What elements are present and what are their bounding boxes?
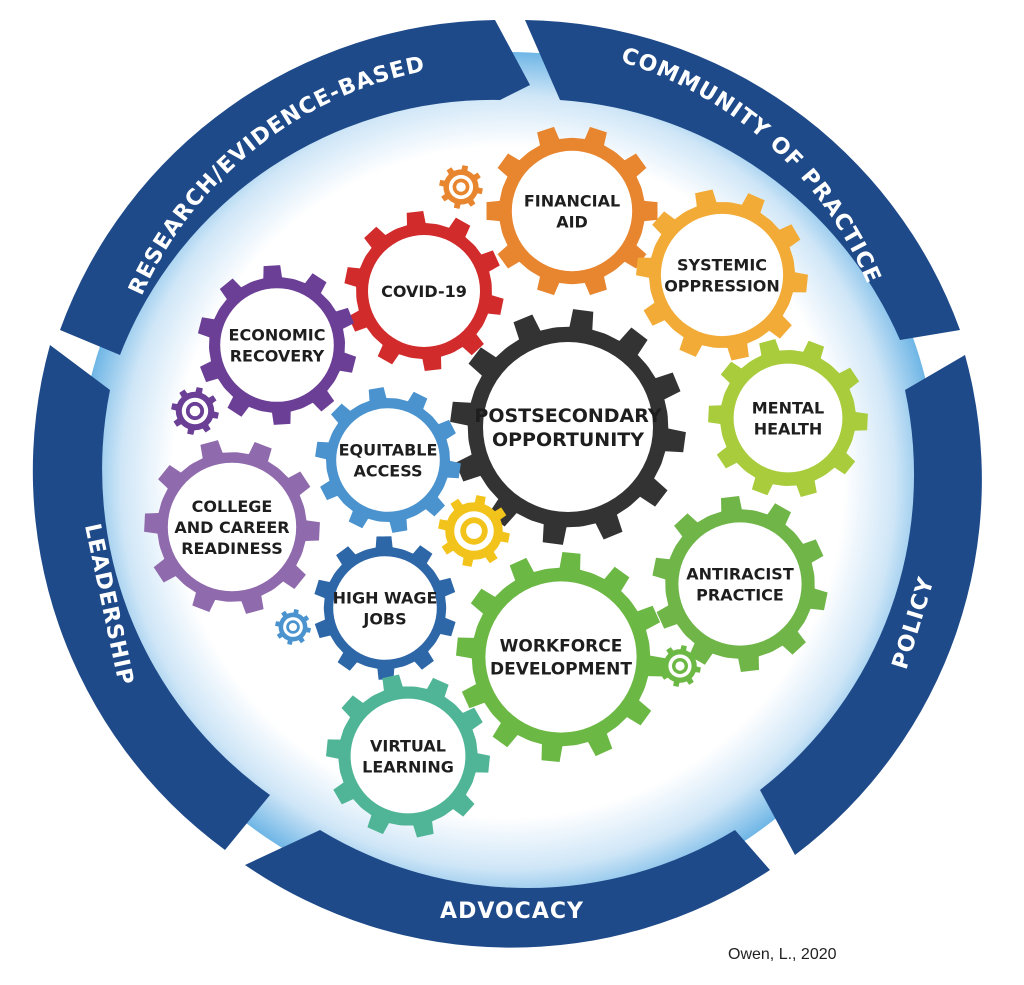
gear-label: FINANCIAL <box>524 191 620 210</box>
gear-label: WORKFORCE <box>500 637 623 657</box>
gear-covid-19: COVID-19 <box>344 211 504 371</box>
gear-label: LEARNING <box>362 757 454 776</box>
gear-college-and-career-readiness: COLLEGE AND CAREER READINESS <box>144 440 320 614</box>
small-gear-yellow <box>438 495 510 567</box>
gear-center <box>485 581 637 733</box>
gear-label: POSTSECONDARY <box>474 405 661 427</box>
gear-center <box>350 698 466 814</box>
gear-center <box>511 150 633 272</box>
gear-systemic-oppression: SYSTEMIC OPPRESSION <box>636 189 808 361</box>
gear-center <box>368 235 480 347</box>
gear-label: ACCESS <box>353 461 422 480</box>
gear-center <box>678 522 802 646</box>
ring-segment-advocacy <box>245 830 770 948</box>
gear-label: ECONOMIC <box>229 325 326 344</box>
ring-segment-community <box>525 20 960 340</box>
gear-center <box>220 288 334 402</box>
gear-label: DEVELOPMENT <box>490 660 632 680</box>
small-gear-blue <box>275 609 311 645</box>
small-gear-green <box>659 645 701 687</box>
small-gear-purple <box>171 387 219 435</box>
gear-label: OPPORTUNITY <box>492 429 644 451</box>
ring-segment-research <box>60 20 530 355</box>
gear-high-wage-jobs: HIGH WAGE JOBS <box>314 536 456 680</box>
gear-center <box>336 408 440 512</box>
gear-label: COVID-19 <box>381 282 467 301</box>
gear-label: AID <box>556 212 588 231</box>
ring-label-advocacy: ADVOCACY <box>440 899 584 924</box>
gear-center <box>333 556 437 660</box>
gear-equitable-access: EQUITABLE ACCESS <box>315 387 461 533</box>
gear-label: JOBS <box>362 609 406 628</box>
gear-center <box>483 342 653 512</box>
small-gear-orange <box>439 165 483 209</box>
gear-economic-recovery: ECONOMIC RECOVERY <box>197 265 357 425</box>
gear-center <box>733 363 843 473</box>
gear-label: COLLEGE <box>192 497 273 516</box>
gear-antiracist-practice: ANTIRACIST PRACTICE <box>652 496 828 672</box>
gear-label: HEALTH <box>754 419 823 438</box>
gear-virtual-learning: VIRTUAL LEARNING <box>326 674 490 838</box>
gear-label: PRACTICE <box>696 585 784 604</box>
gear-financial-aid: FINANCIAL AID <box>486 126 658 296</box>
gear-mental-health: MENTAL HEALTH <box>708 339 868 497</box>
ring <box>32 20 982 948</box>
gear-workforce-development: WORKFORCE DEVELOPMENT <box>456 552 666 762</box>
gear-label: RECOVERY <box>230 346 325 365</box>
ring-segment-policy <box>760 355 982 855</box>
credit-text: Owen, L., 2020 <box>728 946 837 963</box>
gear-label: OPPRESSION <box>664 276 780 295</box>
gear-center <box>167 462 297 592</box>
gear-label: VIRTUAL <box>370 736 446 755</box>
gear-center <box>660 213 784 337</box>
gear-label: EQUITABLE <box>339 440 438 459</box>
gear-label: HIGH WAGE <box>333 588 438 607</box>
ring-segment-leadership <box>32 345 271 850</box>
gear-label: READINESS <box>181 539 283 558</box>
gear-label: SYSTEMIC <box>677 255 767 274</box>
gear-label: AND CAREER <box>174 518 289 537</box>
gear-label: MENTAL <box>752 398 825 417</box>
gear-label: ANTIRACIST <box>686 564 794 583</box>
